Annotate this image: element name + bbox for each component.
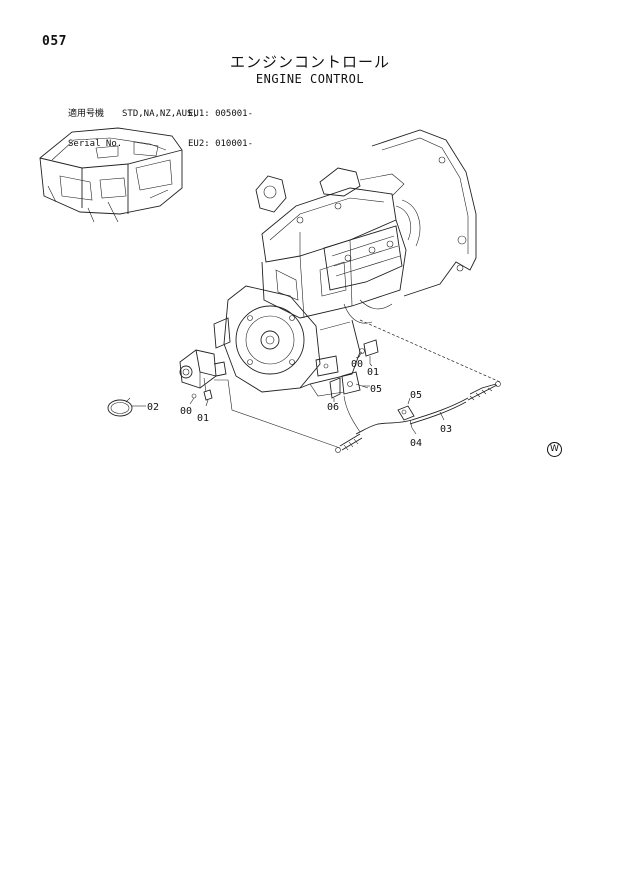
callout-06: 06 xyxy=(327,402,339,413)
governor-actuator xyxy=(179,349,341,449)
applicability-models: STD,NA,NZ,AUS, xyxy=(122,109,198,119)
engine-assembly xyxy=(213,129,477,397)
callout-05-right: 05 xyxy=(410,390,422,401)
page-title-english: ENGINE CONTROL xyxy=(255,72,365,86)
callout-04: 04 xyxy=(410,438,422,449)
applicability-block: 適用号機 STD,NA,NZ,AUS,EU1: 005001- Serial No… xyxy=(68,89,253,159)
callout-01-upper: 01 xyxy=(367,367,379,378)
callout-00-upper: 00 xyxy=(351,359,363,370)
callout-03: 03 xyxy=(440,424,452,435)
callout-00-lower: 00 xyxy=(180,406,192,417)
callout-leaders xyxy=(189,351,445,435)
engine-control-cable xyxy=(335,319,501,453)
callout-01-lower: 01 xyxy=(197,413,209,424)
page-number: 057 xyxy=(42,34,67,49)
page-title-japanese: エンジンコントロール xyxy=(229,53,390,71)
applicability-row-1: 適用号機 STD,NA,NZ,AUS,EU1: 005001- xyxy=(68,109,253,119)
applicability-eu1: EU1: 005001- xyxy=(188,109,254,119)
control-lever-bracket xyxy=(329,371,370,399)
corner-symbol-w: W xyxy=(547,442,562,457)
serial-number-label: Serial No. xyxy=(68,139,123,149)
clamp-ring xyxy=(107,397,146,417)
applicability-eu2: EU2: 010001- xyxy=(188,139,254,149)
machine-overview-thumbnail xyxy=(39,127,183,223)
callout-05-left: 05 xyxy=(370,384,382,395)
bracket-upper xyxy=(355,339,379,364)
applicability-row-2: Serial No. EU2: 010001- xyxy=(68,139,253,149)
applicability-label: 適用号機 xyxy=(68,109,105,119)
callout-02: 02 xyxy=(147,402,159,413)
